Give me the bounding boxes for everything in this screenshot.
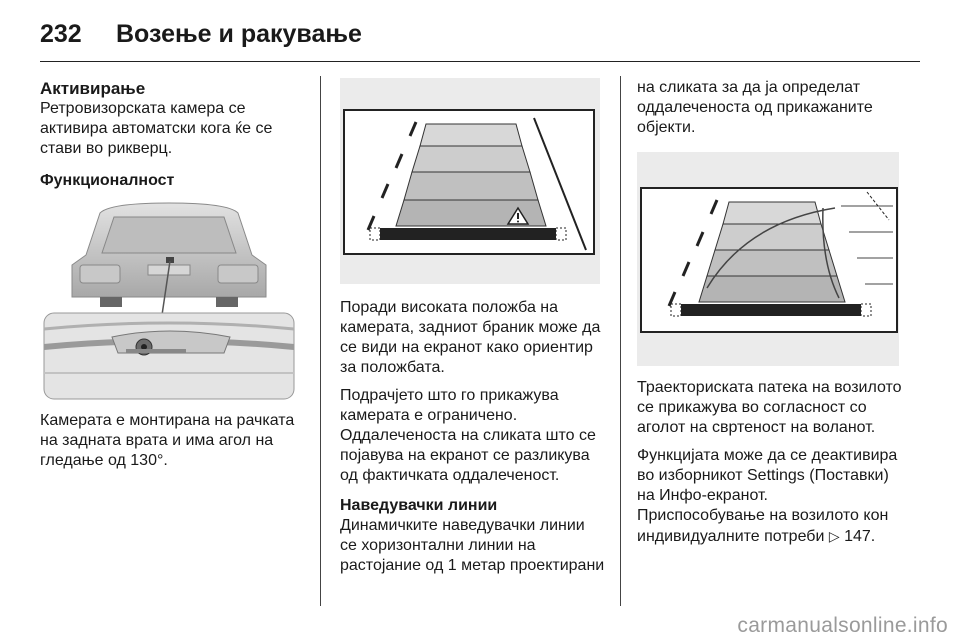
paragraph: Поради високата положба на камерата, зад… [340, 299, 601, 376]
guideline-display-illustration [340, 78, 600, 284]
column-divider [620, 76, 621, 606]
chapter-title: Возење и ракување [116, 20, 362, 48]
reference-text: Приспособување на возилото кон индивидуа… [637, 507, 889, 545]
paragraph: Функцијата може да се деактивира во избо… [637, 447, 898, 504]
paragraph-with-reference: Приспособување на возилото кон индивидуа… [637, 506, 905, 547]
page-header: 232 Возење и ракување [40, 14, 920, 62]
watermark: carmanualsonline.info [737, 614, 948, 637]
paragraph: Ретровизорската камера се активира автом… [40, 100, 273, 157]
trajectory-display-illustration [637, 152, 899, 366]
page-reference-link[interactable]: 147. [844, 528, 876, 545]
section-heading-activation: Активирање [40, 79, 146, 98]
column-1: Активирање Ретровизорската камера се акт… [40, 78, 304, 479]
header-rule [40, 61, 920, 62]
column-3: на сликата за да ја определат оддалечено… [637, 78, 905, 555]
column-divider [320, 76, 321, 606]
paragraph: Динамичките наведувачки линии се хоризон… [340, 517, 605, 574]
section-heading-guidelines: Наведувачки линии [340, 497, 498, 514]
camera-location-illustration [40, 197, 298, 403]
page-number: 232 [40, 20, 82, 48]
page-reference-arrow-icon: ▷ [828, 528, 840, 544]
column-2: Поради високата положба на камерата, зад… [340, 78, 605, 584]
paragraph: на сликата за да ја определат оддалечено… [637, 79, 873, 136]
paragraph: Подрачјето што го прикажува камерата е о… [340, 387, 596, 484]
paragraph: Траекториската патека на возилото се при… [637, 379, 902, 436]
paragraph: Камерата е монтирана на рачката на задна… [40, 412, 295, 469]
section-heading-functionality: Функционалност [40, 172, 175, 189]
